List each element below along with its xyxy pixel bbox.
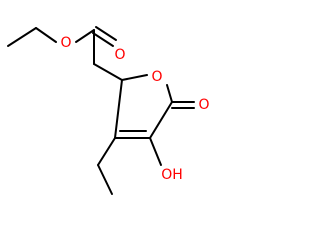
- structure-canvas: O O O O OH: [7, 26, 210, 195]
- bond-ring-o-c2: [166, 84, 173, 103]
- bond-o-carbonyl-c: [75, 29, 95, 43]
- bond-carbonyl-c-o-double-b: [95, 26, 117, 41]
- hydroxyl-label: OH: [161, 167, 183, 183]
- bond-ethyl-ch2-ch3: [97, 164, 113, 195]
- bond-c3-oh: [149, 137, 162, 166]
- ester-carbonyl-oxygen-label: O: [114, 47, 125, 63]
- bond-ch3-ch2-ester: [7, 27, 37, 47]
- bond-ring-c5-o: [121, 74, 148, 81]
- ester-oxygen-label: O: [60, 35, 71, 51]
- molecule-structure: O O O O OH: [7, 26, 210, 195]
- bond-c4-ethyl-ch2: [97, 137, 116, 166]
- bond-ch2-ring-c: [93, 63, 123, 81]
- bond-carbonyl-c-o-double-a: [92, 32, 114, 47]
- bond-ch2-o-ester: [35, 27, 57, 43]
- bond-c4-c5: [114, 79, 123, 139]
- lactone-carbonyl-oxygen-label: O: [198, 97, 209, 113]
- bond-c2-c3: [149, 101, 173, 139]
- ring-oxygen-label: O: [151, 69, 162, 85]
